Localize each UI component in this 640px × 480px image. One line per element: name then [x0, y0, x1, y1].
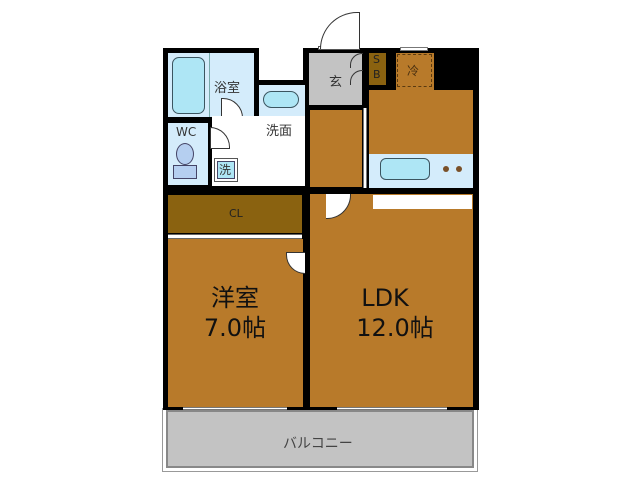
ldk-room	[310, 194, 473, 407]
fridge-label: 冷	[407, 64, 420, 78]
wc-label: WC	[176, 125, 197, 139]
kitchen	[369, 90, 473, 154]
washer-label: 洗	[219, 163, 232, 177]
western-room-window[interactable]	[183, 407, 287, 410]
closet-doors[interactable]	[168, 234, 302, 239]
washroom-label: 洗面	[266, 124, 293, 139]
stove-burner-2	[456, 166, 462, 172]
front-door[interactable]	[320, 12, 360, 49]
western-room-name: 洋室	[211, 284, 259, 312]
bath-label: 浴室	[214, 81, 241, 96]
shoe-box-label-b: B	[373, 68, 381, 81]
balcony	[166, 410, 474, 468]
entrance-label: 玄	[329, 75, 343, 90]
fridge-area	[396, 53, 434, 90]
toilet-icon	[173, 143, 199, 181]
stove-burner-1	[443, 166, 449, 172]
bathtub-icon	[172, 57, 205, 114]
entrance-inner-door-2	[350, 70, 363, 85]
washbasin-icon	[263, 91, 299, 108]
entrance-inner-door-1	[350, 53, 363, 68]
washer-box	[214, 158, 238, 182]
hallway	[310, 110, 362, 187]
shoe-box-label-s: S	[373, 53, 380, 66]
western-room-size: 7.0帖	[203, 314, 267, 342]
hallway-partition	[363, 108, 367, 188]
balcony-label: バルコニー	[283, 436, 353, 452]
kitchen-sink-icon	[380, 158, 430, 180]
ldk-name: LDK	[361, 284, 409, 312]
fridge-space	[397, 54, 432, 87]
shoe-box	[369, 53, 386, 85]
ldk-counter-top	[373, 195, 472, 209]
closet	[168, 195, 302, 233]
kitchen-window[interactable]	[400, 47, 428, 51]
closet-label: CL	[229, 207, 243, 220]
western-room	[168, 239, 303, 407]
ldk-window[interactable]	[337, 407, 447, 410]
bath-divider	[209, 53, 210, 117]
ldk-size: 12.0帖	[356, 314, 434, 342]
